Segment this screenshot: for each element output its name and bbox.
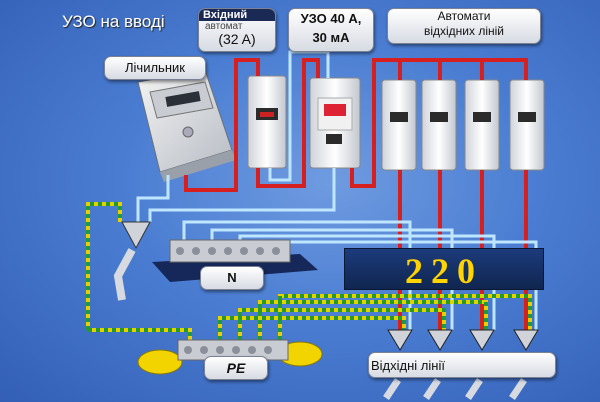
- rcd-label: УЗО 40 А, 30 мА: [288, 8, 374, 52]
- rcd-label-1: УЗО 40 А,: [300, 11, 362, 26]
- neutral-label: N: [200, 266, 264, 290]
- input-breaker-label: Вхідний автомат (32 A): [198, 8, 276, 52]
- outgoing-cables: [383, 378, 527, 400]
- page-title: УЗО на вводі: [62, 12, 165, 31]
- voltage-display: 220: [344, 248, 544, 291]
- meter-label: Лічильник: [104, 56, 206, 80]
- rcd-device: [309, 77, 361, 169]
- ground-label: PE: [204, 356, 268, 380]
- input-breaker-label-2: автомат: [205, 21, 243, 32]
- input-cable: [113, 221, 151, 301]
- rcd-label-2: 30 мА: [312, 30, 350, 45]
- outgoing-arrows: [387, 329, 539, 351]
- voltage-value: 220: [405, 251, 483, 291]
- breakers-label-2: відхідних ліній: [423, 24, 505, 38]
- ground-wires: [86, 202, 532, 340]
- input-breaker-label-3: (32 A): [218, 31, 256, 47]
- outgoing-lines-label: Відхідні лінії: [368, 352, 556, 378]
- breaker-main: [247, 75, 287, 169]
- breakers-label-1: Автомати: [437, 9, 491, 23]
- breakers-outgoing: [381, 79, 545, 171]
- ground-bus-bar: [137, 339, 323, 375]
- input-breaker-label-1: Вхідний: [199, 9, 275, 21]
- breakers-label: Автомати відхідних ліній: [387, 8, 541, 44]
- electricity-meter: [137, 69, 236, 182]
